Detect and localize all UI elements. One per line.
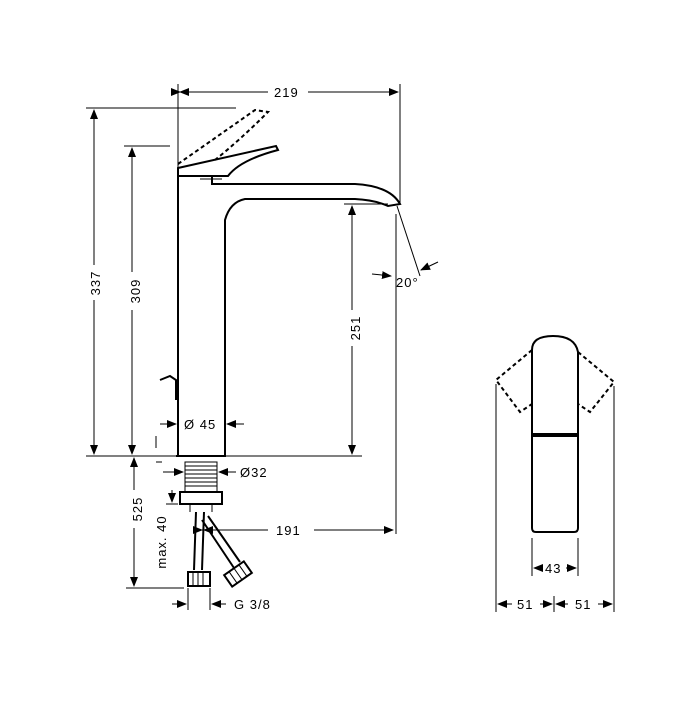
- faucet-body-outline: [177, 175, 402, 457]
- supply-hose-right: [201, 515, 241, 569]
- dimension-251: 251: [344, 203, 388, 455]
- dim-label-max40: max. 40: [154, 515, 169, 568]
- dimension-191: 191: [193, 214, 397, 538]
- dim-label-angle: 20°: [396, 275, 419, 290]
- hose-connector-right: [222, 559, 254, 589]
- dim-label-191: 191: [276, 523, 301, 538]
- front-lever-swing-right: [577, 351, 616, 414]
- dim-label-d32: Ø32: [240, 465, 268, 480]
- dim-label-43: 43: [545, 561, 561, 576]
- dim-label-51-left: 51: [517, 597, 533, 612]
- dimension-diameter-32: Ø32: [156, 461, 268, 480]
- front-lever-top: [531, 334, 579, 435]
- dimension-max-40: max. 40: [154, 490, 178, 569]
- front-body: [531, 435, 579, 533]
- dim-label-g38: G 3/8: [234, 597, 271, 612]
- dim-label-309: 309: [128, 279, 143, 304]
- dimension-309: 309: [124, 145, 170, 455]
- dimension-51-51: 51 51: [495, 384, 615, 612]
- dimension-g38: G 3/8: [172, 588, 271, 612]
- dim-label-d45: Ø 45: [184, 417, 216, 432]
- faucet-lever-raised: [177, 108, 271, 165]
- dim-label-251: 251: [348, 316, 363, 341]
- dim-label-525: 525: [130, 497, 145, 522]
- shank-threads: [185, 465, 217, 487]
- drain-rod: [159, 374, 177, 400]
- dimension-43: 43: [531, 538, 579, 576]
- dimension-337: 337: [86, 107, 236, 455]
- faucet-lever: [177, 144, 280, 177]
- dimension-219: 219: [171, 84, 401, 204]
- dimension-angle-20: 20°: [371, 205, 439, 290]
- hose-connector-left: [187, 571, 211, 587]
- front-lever-swing-left: [494, 349, 533, 414]
- faucet-side-view: [159, 108, 402, 589]
- faucet-front-view: [494, 334, 616, 533]
- dimension-diameter-45: Ø 45: [155, 417, 244, 448]
- dim-label-219: 219: [274, 85, 299, 100]
- dim-label-51-right: 51: [575, 597, 591, 612]
- mounting-nut: [179, 491, 223, 505]
- dimension-525: 525: [126, 457, 184, 589]
- dim-label-337: 337: [88, 271, 103, 296]
